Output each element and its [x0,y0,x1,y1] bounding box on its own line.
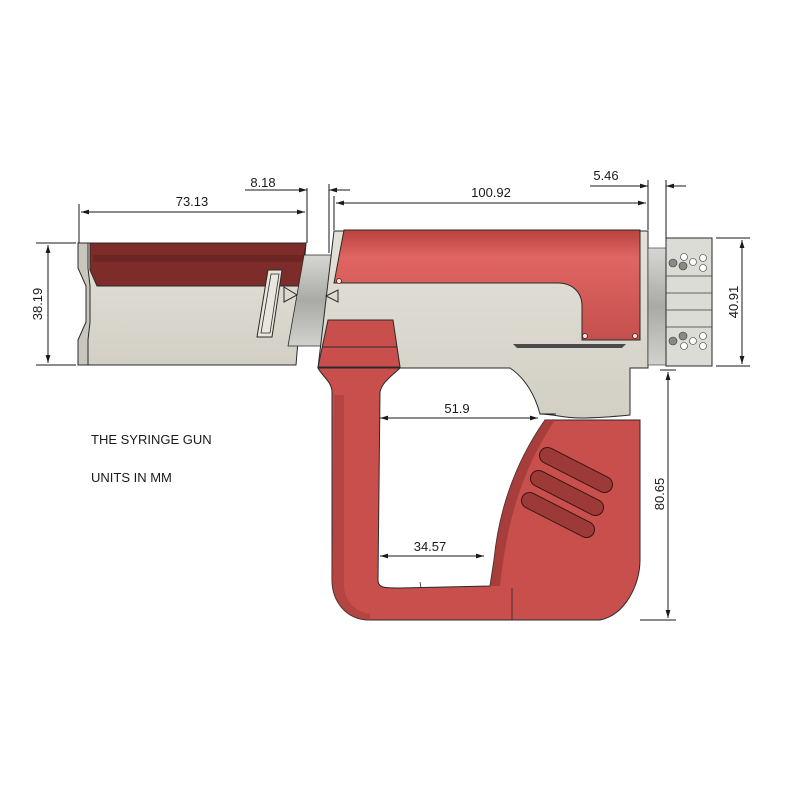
grip [317,367,641,621]
drawing-title: THE SYRINGE GUN [91,432,212,447]
nozzle-holes-top [668,253,707,272]
dim-nozzle-height: 40.91 [726,286,741,319]
grip-slots [520,446,614,539]
dim-barrel-height: 38.19 [30,288,45,321]
dim-body-length: 100.92 [471,185,511,200]
nozzle-holes-bottom [668,331,707,350]
dim-nozzle-offset: 5.46 [593,168,618,183]
dim-trigger-gap-bottom: 34.57 [414,539,447,554]
dim-barrel-length: 73.13 [176,194,209,209]
barrel [77,242,307,366]
main-body [317,229,649,419]
units-note: UNITS IN MM [91,470,172,485]
dimension-labels: 73.13 8.18 100.92 5.46 38.19 40.91 80.65… [30,168,741,554]
dimension-lines [36,180,750,621]
dim-trigger-gap-top: 51.9 [444,401,469,416]
dim-grip-height: 80.65 [652,478,667,511]
nozzle [647,237,713,367]
dim-gap: 8.18 [250,175,275,190]
